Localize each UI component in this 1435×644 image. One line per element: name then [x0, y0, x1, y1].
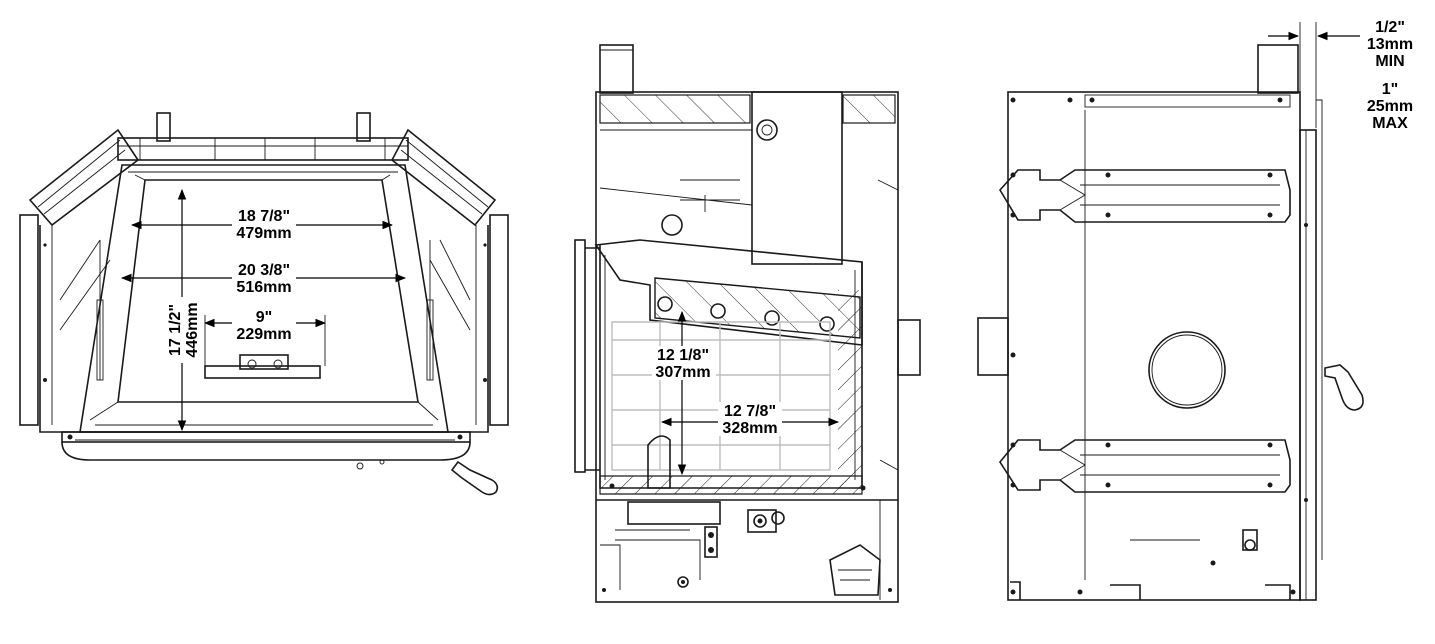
- front-top-width-mm: 479mm: [236, 225, 291, 242]
- front-inner-width-mm: 229mm: [236, 326, 291, 343]
- side-dimensions: [660, 310, 840, 476]
- rear-min-in: 1/2": [1375, 19, 1405, 36]
- side-blower: [829, 544, 881, 596]
- front-side-panel-right: [489, 214, 509, 426]
- side-flue-column: [751, 91, 843, 265]
- side-gas-valve: [747, 509, 777, 533]
- rear-max-mm: 25mm: [1367, 98, 1413, 115]
- side-height-in: 12 1/8": [657, 347, 709, 364]
- dimension-labels: 18 7/8" 479mm 20 3/8" 516mm 9" 229mm 17 …: [166, 19, 1413, 437]
- front-mid-width-in: 20 3/8": [238, 262, 290, 279]
- front-collar-right: [356, 112, 371, 142]
- rear-back-plate: [1007, 91, 1301, 601]
- rear-collar: [1257, 44, 1299, 94]
- side-collar: [599, 44, 634, 94]
- rear-min-label: MIN: [1375, 53, 1404, 70]
- rear-view: [977, 44, 1364, 601]
- rear-upper-bracket: [999, 169, 1291, 223]
- front-control-handle: [450, 460, 499, 496]
- front-firebox-outer: [79, 164, 449, 433]
- side-glass-frame: [574, 239, 586, 473]
- rear-max-label: MAX: [1372, 115, 1408, 132]
- rear-vent-opening: [1148, 331, 1226, 409]
- front-inner-width-in: 9": [256, 309, 272, 326]
- side-vent: [897, 319, 921, 376]
- rear-side-flange: [1299, 129, 1317, 601]
- front-view: [19, 112, 509, 496]
- rear-dimensions: [1268, 22, 1360, 128]
- rear-min-mm: 13mm: [1367, 36, 1413, 53]
- front-height-in: 17 1/2": [167, 304, 184, 356]
- rear-max-in: 1": [1382, 81, 1398, 98]
- side-height-mm: 307mm: [655, 364, 710, 381]
- front-wing-right: [390, 128, 497, 227]
- side-view: [574, 44, 921, 603]
- rear-rivets: [1010, 97, 1308, 595]
- rear-lower-bracket: [999, 439, 1291, 493]
- side-firebox: [599, 245, 863, 489]
- rear-side-box: [977, 317, 1009, 376]
- front-bottom-trim: [61, 431, 471, 443]
- front-height-mm: 446mm: [184, 302, 201, 357]
- front-side-panel-left: [19, 214, 39, 426]
- front-top-width-in: 18 7/8": [238, 208, 290, 225]
- front-top-rail: [117, 137, 409, 161]
- front-control-bracket: [204, 365, 321, 379]
- front-wing-left: [28, 128, 140, 227]
- front-collar-left: [156, 112, 171, 142]
- side-depth-in: 12 7/8": [724, 403, 776, 420]
- front-mid-width-mm: 516mm: [236, 279, 291, 296]
- side-depth-mm: 328mm: [722, 420, 777, 437]
- rear-control-handle: [1324, 364, 1364, 411]
